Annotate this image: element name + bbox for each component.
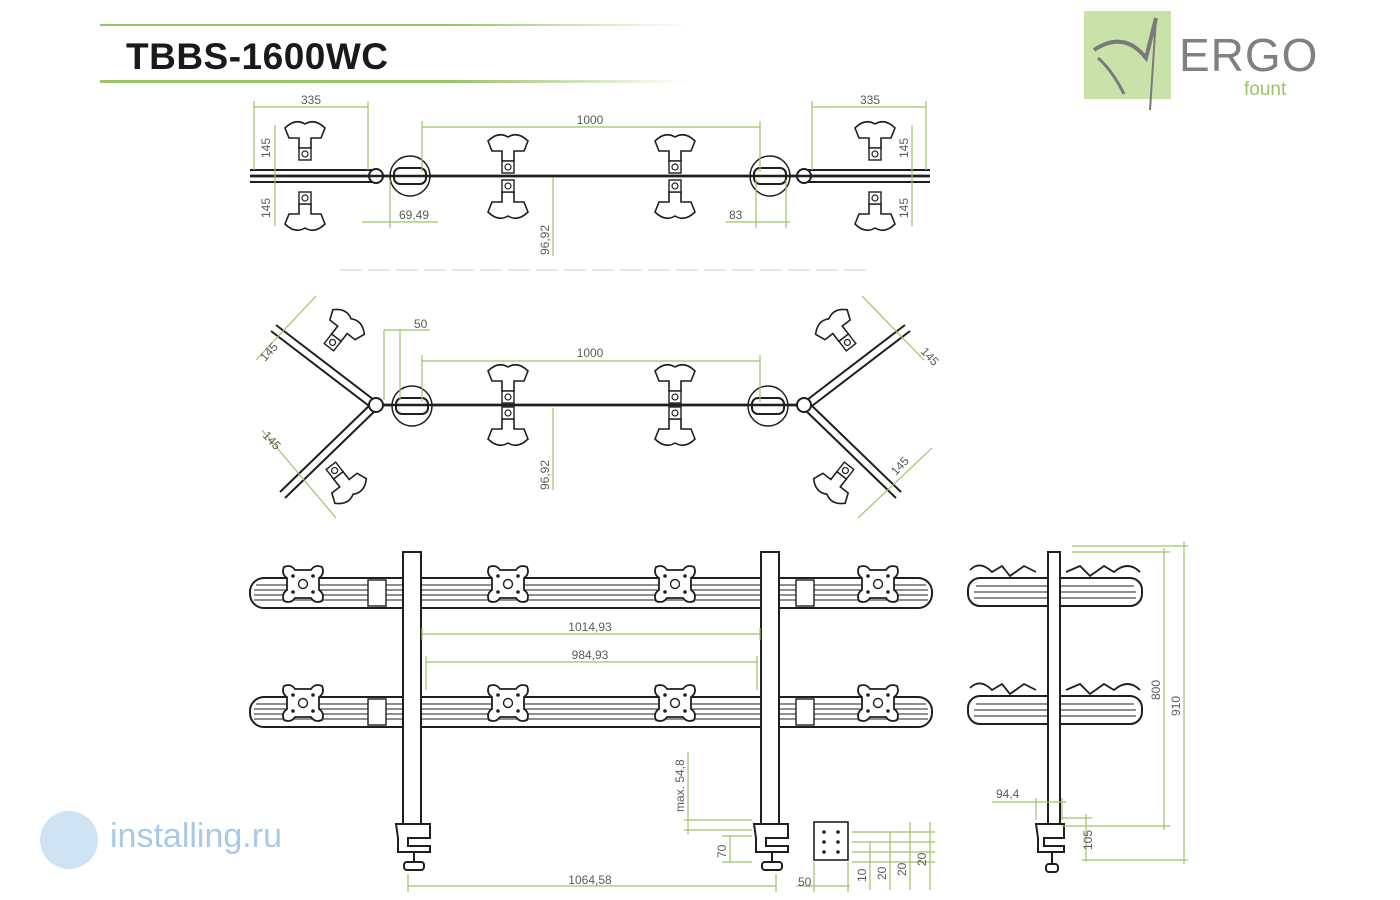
vesa-plate <box>282 565 324 603</box>
dim-96-92: 96,92 <box>538 225 552 255</box>
dim-83: 83 <box>729 208 743 222</box>
pole-right <box>760 551 780 825</box>
dim-1064-58: 1064,58 <box>568 873 612 887</box>
dim-145: 145 <box>897 198 911 218</box>
dim-984-93: 984,93 <box>572 648 609 662</box>
dim-145: 145 <box>918 344 942 368</box>
logo-subword: fount <box>1244 79 1287 100</box>
desk-clamp <box>752 823 789 871</box>
dim-1014-93: 1014,93 <box>568 620 612 634</box>
dim-145: 145 <box>259 198 273 218</box>
title-rule-bottom <box>100 80 690 83</box>
dim-96-92: 96,92 <box>538 460 552 490</box>
dim-50: 50 <box>414 317 428 331</box>
dim-69-49: 69,49 <box>399 208 429 222</box>
dim-145: 145 <box>888 454 912 478</box>
dim-1000: 1000 <box>577 113 604 127</box>
ergofount-logo: ERGO fount <box>1084 10 1317 114</box>
top-view: 335 335 1000 145 145 145 145 69,49 83 96… <box>250 93 930 256</box>
upper-bar <box>249 577 933 609</box>
title-rule-top <box>100 24 690 26</box>
watermark-text: installing.ru <box>110 817 282 855</box>
watermark: installing.ru <box>22 806 318 878</box>
logo-word: ERGO <box>1179 29 1319 81</box>
angled-view: 50 1000 145 145 145 145 96,92 <box>255 295 942 519</box>
lower-bar <box>249 696 933 728</box>
dim-145: 145 <box>897 138 911 158</box>
dim-94-4: 94,4 <box>996 787 1020 801</box>
front-dimensions <box>407 628 935 892</box>
dim-1000: 1000 <box>577 346 604 360</box>
top-dimensions <box>253 101 927 256</box>
dim-20: 20 <box>915 852 929 866</box>
dim-800: 800 <box>1149 680 1163 700</box>
dim-335-left: 335 <box>301 93 321 107</box>
dim-145: 145 <box>259 138 273 158</box>
dim-145: 145 <box>257 340 281 364</box>
page-title: TBBS-1600WC <box>126 36 389 77</box>
pole-left <box>402 551 422 825</box>
dim-50: 50 <box>798 875 812 889</box>
base-plate <box>813 821 849 861</box>
side-view: 800 910 94,4 105 <box>967 542 1188 873</box>
desk-clamp <box>394 823 431 871</box>
monitor-mount <box>284 191 326 232</box>
dim-20: 20 <box>875 866 889 880</box>
dim-10: 10 <box>855 868 869 882</box>
watermark-globe-icon <box>40 811 98 869</box>
side-dimensions <box>992 542 1188 864</box>
front-view: 1014,93 984,93 1064,58 max. 54,8 70 50 1… <box>249 551 935 892</box>
dim-105: 105 <box>1081 830 1095 850</box>
logo-swoosh-icon <box>1092 17 1158 111</box>
dim-20: 20 <box>895 862 909 876</box>
monitor-mount <box>284 120 326 161</box>
angled-dimensions <box>255 295 933 519</box>
dim-max-54-8: max. 54,8 <box>673 759 687 812</box>
side-pole <box>1047 551 1061 825</box>
dim-335-right: 335 <box>860 93 880 107</box>
dim-910: 910 <box>1169 696 1183 716</box>
dim-70: 70 <box>715 844 729 858</box>
